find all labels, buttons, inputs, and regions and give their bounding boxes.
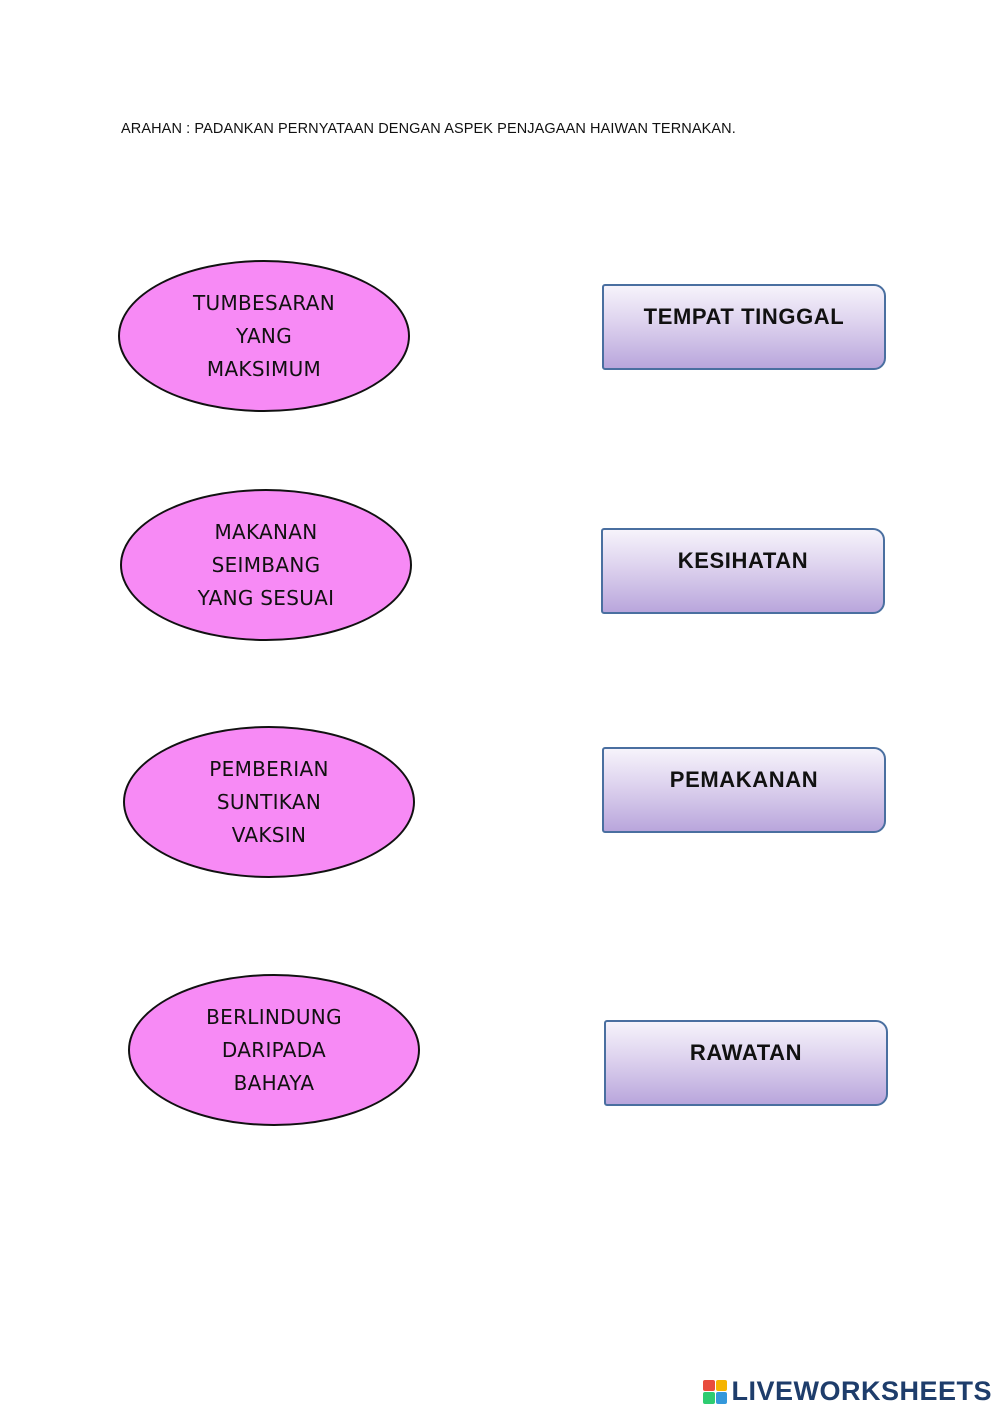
statement-line: YANG	[235, 323, 292, 348]
statement-line: DARIPADA	[221, 1037, 327, 1062]
statement-line: BAHAYA	[233, 1070, 315, 1095]
statement-line: TUMBESARAN	[193, 290, 335, 315]
aspect-box-1[interactable]: TEMPAT TINGGAL	[602, 284, 886, 370]
statement-oval-3[interactable]: PEMBERIAN SUNTIKAN VAKSIN	[123, 726, 415, 878]
aspect-label: RAWATAN	[689, 1040, 803, 1065]
aspect-box-3[interactable]: PEMAKANAN	[602, 747, 886, 833]
statement-text: BERLINDUNG DARIPADA BAHAYA	[206, 1001, 342, 1100]
statement-line: SEIMBANG	[211, 552, 321, 577]
statement-line: VAKSIN	[231, 822, 307, 847]
statement-line: YANG SESUAI	[197, 585, 335, 610]
statement-oval-4[interactable]: BERLINDUNG DARIPADA BAHAYA	[128, 974, 420, 1126]
statement-line: MAKANAN	[214, 519, 318, 544]
statement-oval-2[interactable]: MAKANAN SEIMBANG YANG SESUAI	[120, 489, 412, 641]
logo-tile	[715, 1379, 728, 1391]
statement-line: MAKSIMUM	[206, 356, 322, 381]
instruction-text: ARAHAN : PADANKAN PERNYATAAN DENGAN ASPE…	[121, 121, 736, 137]
liveworksheets-logo-icon	[703, 1379, 728, 1404]
aspect-label: KESIHATAN	[677, 548, 809, 573]
statement-text: TUMBESARAN YANG MAKSIMUM	[193, 287, 335, 386]
aspect-box-4[interactable]: RAWATAN	[604, 1020, 888, 1106]
logo-tile	[703, 1379, 715, 1391]
statement-line: BERLINDUNG	[206, 1004, 342, 1029]
statement-oval-1[interactable]: TUMBESARAN YANG MAKSIMUM	[118, 260, 410, 412]
aspect-box-2[interactable]: KESIHATAN	[601, 528, 885, 614]
logo-tile	[715, 1392, 728, 1404]
aspect-label: PEMAKANAN	[669, 767, 819, 792]
liveworksheets-logo: LIVEWORKSHEETS	[703, 1376, 992, 1407]
statement-text: PEMBERIAN SUNTIKAN VAKSIN	[209, 753, 328, 852]
statement-line: PEMBERIAN	[209, 756, 329, 781]
statement-line: SUNTIKAN	[216, 789, 322, 814]
logo-tile	[703, 1392, 715, 1404]
statement-text: MAKANAN SEIMBANG YANG SESUAI	[198, 516, 335, 615]
aspect-label: TEMPAT TINGGAL	[643, 304, 845, 329]
brand-name: LIVEWORKSHEETS	[731, 1376, 992, 1406]
